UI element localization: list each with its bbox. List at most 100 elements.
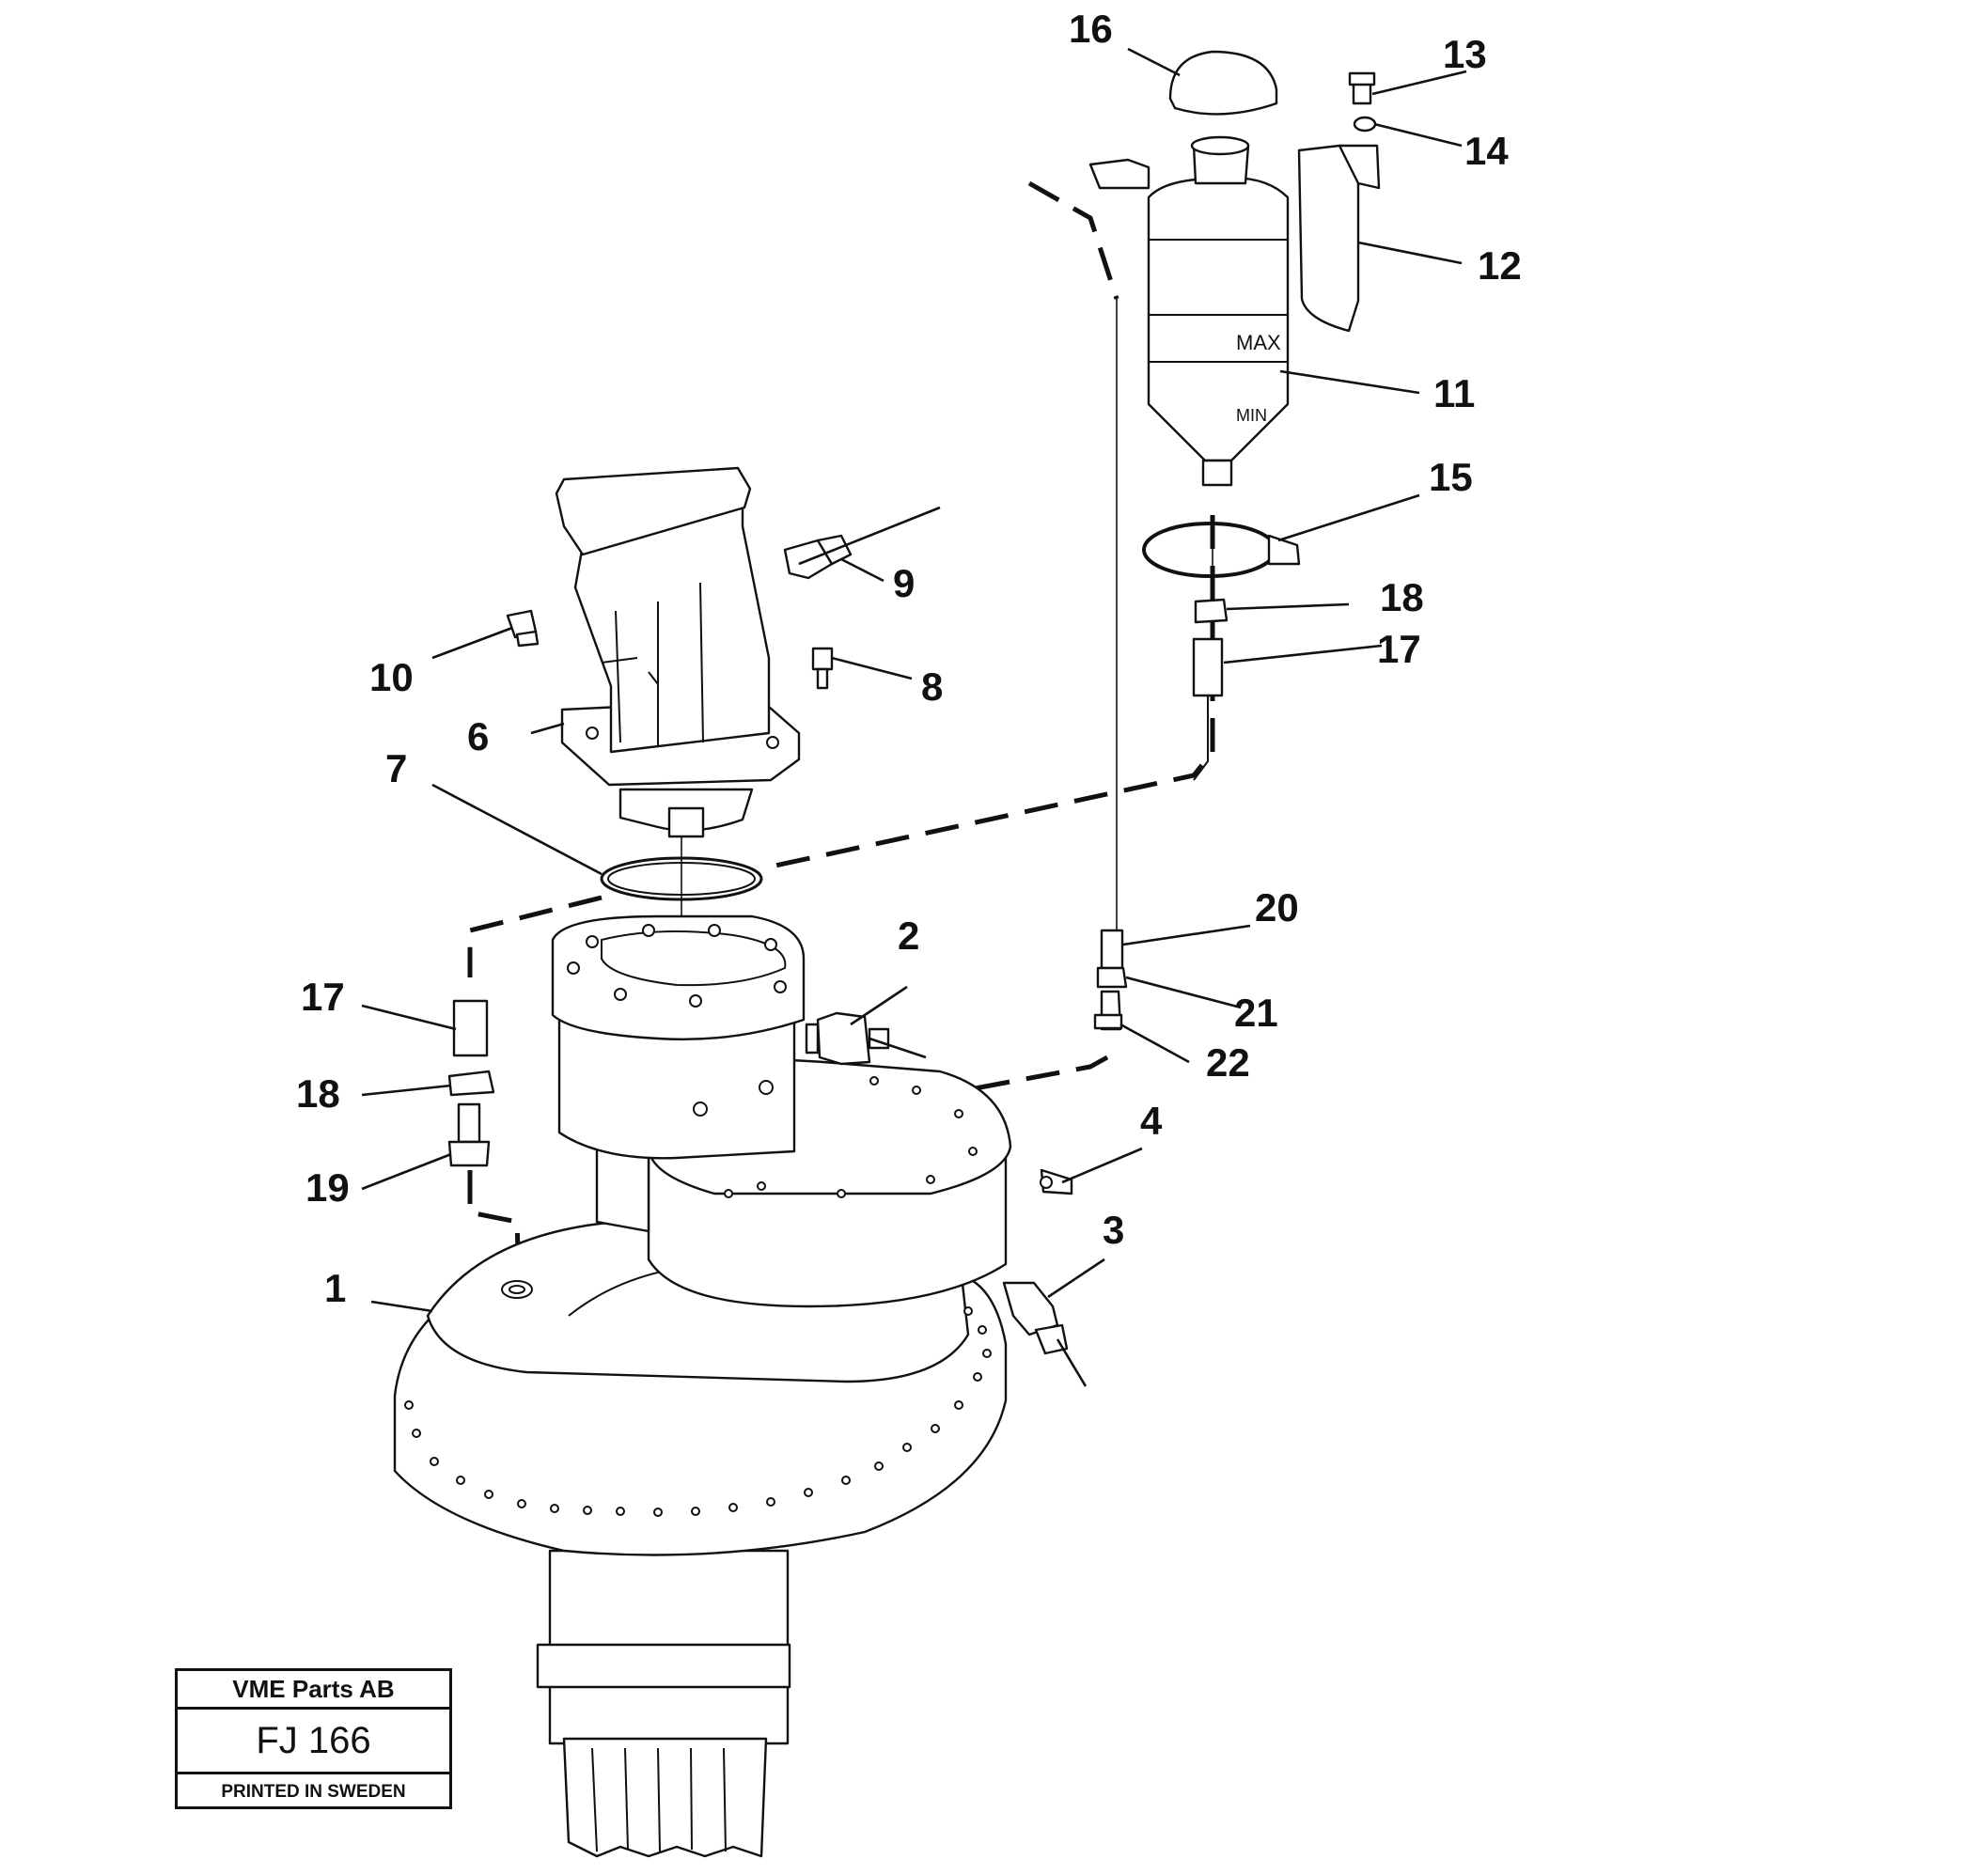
leader-19 [361, 1152, 452, 1191]
pinion-gear [562, 1737, 768, 1858]
title-block: VME Parts AB FJ 166 PRINTED IN SWEDEN [175, 1668, 452, 1809]
leader-1 [370, 1300, 433, 1313]
plug-10 [506, 609, 540, 648]
callout-10: 10 [369, 655, 414, 699]
hydraulic-motor [555, 466, 801, 838]
flange-bolt-holes [404, 1306, 992, 1517]
hose-clip-18-left [447, 1070, 495, 1097]
leader-10 [431, 626, 513, 660]
fitting-4-tip [1040, 1176, 1053, 1189]
hose-clip [1194, 598, 1229, 624]
adapter-bolt-holes [567, 924, 787, 1008]
hose-clip-21 [1096, 966, 1128, 989]
leader-4 [1061, 1147, 1143, 1184]
leader-2 [850, 985, 908, 1026]
bracket-bolt-head [1348, 71, 1376, 86]
leader-20 [1122, 924, 1251, 946]
tank-filler [1190, 135, 1250, 156]
callout-6: 6 [467, 714, 489, 758]
o-ring [600, 856, 763, 901]
tank-bands [1149, 239, 1288, 363]
leader-18-left [361, 1084, 452, 1097]
callout-15: 15 [1429, 455, 1473, 499]
motor-ribs [615, 582, 704, 747]
hose-17-left [452, 999, 489, 1057]
callout-21: 21 [1234, 991, 1278, 1035]
nipple-22-nut [1093, 1013, 1123, 1030]
callout-18-left: 18 [296, 1071, 340, 1116]
fitting-19-nut [447, 1140, 491, 1167]
leader-6 [530, 722, 565, 735]
leader-15 [1277, 493, 1420, 542]
leader-8 [831, 656, 913, 680]
callout-18-top: 18 [1380, 575, 1424, 619]
port-hole-inner [509, 1285, 525, 1294]
leader-fitting-2-line [869, 1037, 927, 1059]
plug-10-thread [515, 630, 540, 648]
tank-outlet [1201, 459, 1233, 487]
title-block-drawing-number: FJ 166 [178, 1710, 449, 1774]
slew-gearbox [393, 1218, 1008, 1858]
adapter-port-upper [759, 1080, 774, 1095]
leader-lines [361, 47, 1467, 1387]
leader-11 [1279, 369, 1420, 395]
motor-flange-hole [586, 727, 599, 740]
fitting-4 [1040, 1168, 1073, 1195]
leader-16 [1127, 47, 1181, 77]
callout-4: 4 [1140, 1099, 1163, 1143]
leader-18-top [1226, 602, 1350, 611]
leader-fitting-3-line [1056, 1338, 1088, 1387]
motor-flange-hole [766, 736, 779, 749]
oil-tank: MAX MIN [1088, 135, 1290, 487]
motor-shaft [667, 806, 705, 838]
fitting-2 [805, 1011, 890, 1066]
bolt-8 [811, 647, 834, 690]
tank-cap-part [1168, 50, 1278, 116]
tank-max-mark: MAX [1236, 331, 1281, 354]
leader-13 [1371, 70, 1467, 96]
o-ring-inner [607, 862, 756, 896]
pinion-teeth [591, 1747, 727, 1852]
fitting-3-tip [1034, 1323, 1069, 1355]
motor-detail [601, 657, 659, 685]
hose-clip-18-top [1194, 598, 1229, 624]
tank-cap [1168, 50, 1278, 116]
adapter-port-lower [693, 1102, 708, 1117]
leader-17-left [361, 1004, 457, 1031]
adapter-top-flange [551, 914, 806, 1041]
callout-19: 19 [305, 1165, 350, 1210]
callout-3: 3 [1103, 1208, 1124, 1252]
hose-clamp-15 [1142, 522, 1301, 578]
title-block-printed-note: PRINTED IN SWEDEN [221, 1782, 406, 1802]
fitting-3 [1002, 1281, 1069, 1355]
adapter-bore [601, 930, 787, 987]
tank-side-nipple [1088, 158, 1151, 190]
mid-flange-bolt-holes [724, 1076, 978, 1198]
tank-bracket [1297, 144, 1360, 333]
callout-12: 12 [1478, 243, 1522, 288]
leader-7 [431, 783, 603, 876]
leader-fitting-9-line [798, 506, 941, 566]
bolt-8-shank [816, 667, 829, 690]
adapter-housing [551, 914, 1012, 1308]
fitting-2-body [816, 1011, 871, 1066]
bolt-13 [1348, 71, 1376, 105]
callout-17-left: 17 [301, 975, 345, 1019]
callout-14: 14 [1464, 129, 1509, 173]
bracket-tab [1338, 144, 1381, 190]
callout-22: 22 [1206, 1040, 1250, 1085]
fitting-19-stem [457, 1102, 481, 1144]
callout-8: 8 [921, 664, 943, 709]
hose-clamp-screw [1267, 534, 1301, 566]
leader-14 [1373, 122, 1463, 148]
callout-20: 20 [1255, 885, 1299, 930]
leader-3 [1047, 1258, 1105, 1299]
callout-7: 7 [385, 746, 407, 790]
hose-20 [1100, 929, 1124, 970]
motor-end-cap [555, 466, 752, 556]
title-block-company: VME Parts AB [178, 1671, 449, 1710]
drain-hose-dashed-line [770, 515, 1215, 869]
callout-13: 13 [1443, 32, 1487, 76]
callout-16: 16 [1069, 7, 1113, 51]
